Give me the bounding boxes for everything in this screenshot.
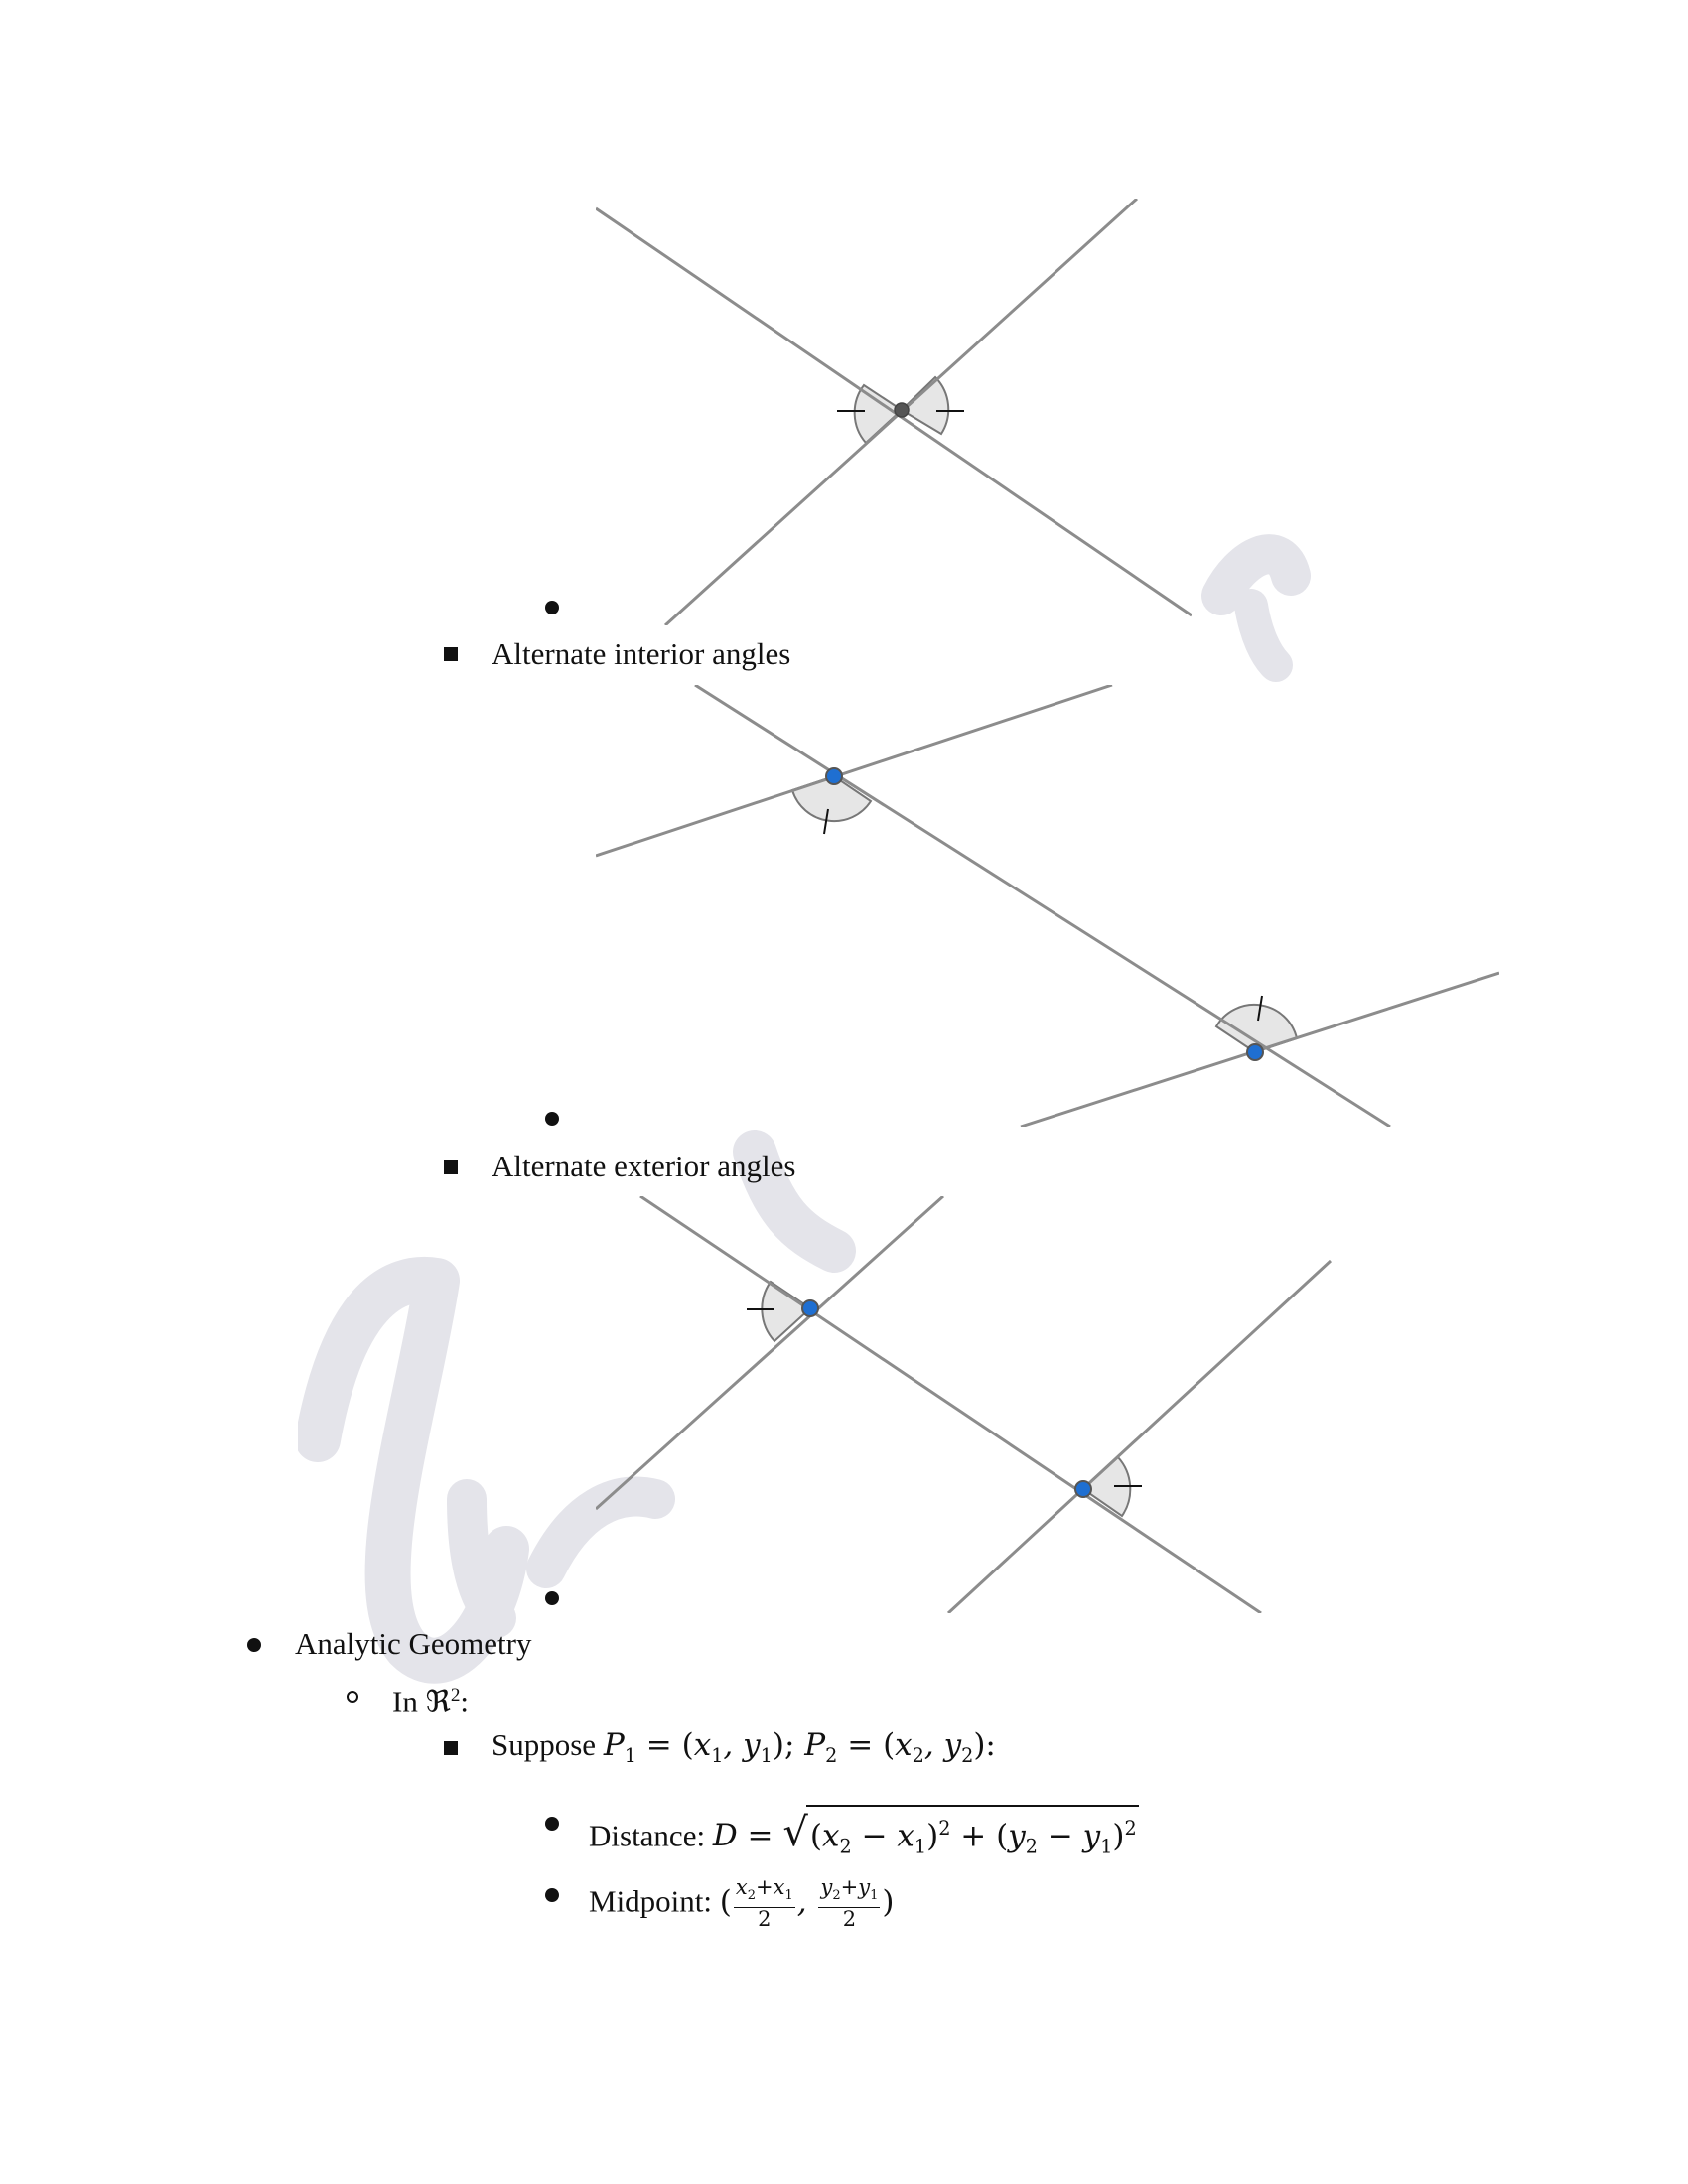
real-exponent: 2: [450, 1685, 461, 1706]
distance-line: Distance: D = √(x2 − x1)2 + (y2 − y1)2: [589, 1805, 1139, 1865]
angle-arc-upper: [761, 1280, 812, 1343]
suppose-label: Suppose: [492, 1727, 604, 1762]
line-upper: [596, 1196, 945, 1511]
angle-arc-left: [853, 383, 904, 445]
vertex-point-upper: [801, 1299, 819, 1317]
section-analytic-geometry: Analytic Geometry: [295, 1626, 532, 1661]
square-bullet-suppose: [444, 1741, 458, 1755]
line-a: [596, 206, 1192, 617]
alternate-exterior-diagram: [596, 1196, 1333, 1613]
alt-interior-label: Alternate interior angles: [492, 636, 791, 671]
vertex-point-bottom: [1246, 1043, 1264, 1061]
tick-mark-bottom: [1257, 995, 1263, 1022]
square-bullet-1: [444, 647, 458, 661]
midpoint-label: Midpoint:: [589, 1883, 720, 1919]
transversal: [694, 685, 1391, 1127]
square-bullet-2: [444, 1160, 458, 1174]
points-formula: P1 = (x1, y1); P2 = (x2, y2):: [603, 1727, 996, 1768]
bullet-distance: [545, 1817, 559, 1831]
alternate-interior-diagram: [596, 685, 1499, 1127]
empty-bullet-1: [545, 601, 559, 614]
bullet-analytic: [247, 1638, 261, 1652]
empty-bullet-3: [545, 1591, 559, 1605]
vertex-point-top: [825, 767, 843, 785]
vertical-angles-diagram: [596, 199, 1192, 625]
in-r2-line: In ℜ2:: [392, 1678, 469, 1719]
bullet-midpoint: [545, 1888, 559, 1902]
angle-arc-top: [790, 774, 873, 823]
empty-bullet-2: [545, 1112, 559, 1126]
vertex-point-lower: [1074, 1480, 1092, 1498]
transversal: [639, 1196, 1262, 1613]
bullet-in-r2: [347, 1691, 358, 1703]
line-top: [596, 685, 1113, 858]
distance-formula: D = √(x2 − x1)2 + (y2 − y1)2: [713, 1805, 1139, 1858]
line-lower: [946, 1259, 1333, 1613]
suppose-line: Suppose P1 = (x1, y1); P2 = (x2, y2):: [492, 1727, 996, 1774]
in-r2-prefix: In: [392, 1684, 426, 1719]
in-r2-suffix: :: [460, 1684, 470, 1719]
watermark: [298, 534, 1311, 1684]
distance-label: Distance:: [589, 1818, 713, 1853]
alt-exterior-label: Alternate exterior angles: [492, 1149, 796, 1183]
real-symbol: ℜ: [425, 1684, 451, 1719]
tick-mark-top: [823, 808, 829, 835]
vertex-point: [894, 402, 910, 418]
